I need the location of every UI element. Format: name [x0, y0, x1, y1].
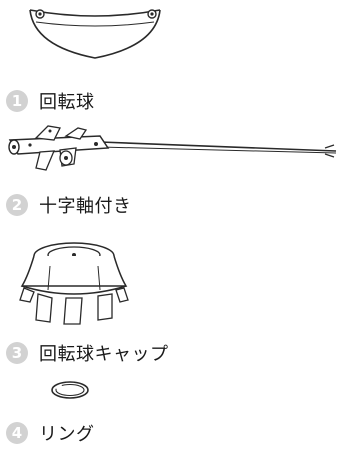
dome-half-sphere-icon — [29, 9, 161, 59]
cross-shaft-rod-icon — [8, 125, 337, 171]
item-number-badge: 2 — [6, 194, 28, 216]
item-label: 十字軸付き — [39, 196, 132, 217]
cross-shaft-illustration — [0, 118, 342, 180]
item-number-badge: 3 — [6, 342, 28, 364]
item-1-label-row: 1 回転球 — [6, 88, 95, 114]
item-4-label-row: 4 リング — [6, 420, 95, 446]
item-label: リング — [39, 424, 95, 445]
rotating-ball-cap-icon — [19, 242, 129, 325]
item-number-badge: 1 — [6, 90, 28, 112]
ring-illustration — [0, 372, 342, 408]
ring-icon — [51, 381, 89, 399]
item-2-label-row: 2 十字軸付き — [6, 192, 132, 218]
item-label: 回転球 — [39, 92, 95, 113]
rotating-ball-illustration — [0, 0, 342, 80]
item-label: 回転球キャップ — [39, 344, 169, 365]
rotating-ball-cap-illustration — [0, 236, 342, 330]
item-number-badge: 4 — [6, 422, 28, 444]
item-3-label-row: 3 回転球キャップ — [6, 340, 169, 366]
